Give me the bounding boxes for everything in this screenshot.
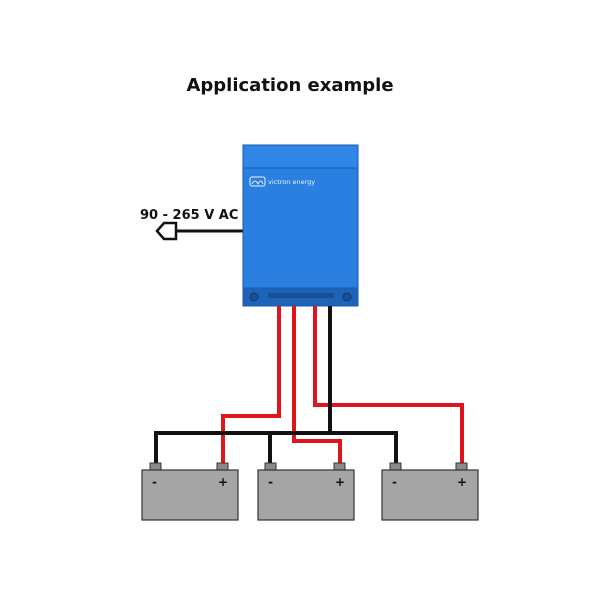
mounting-hole-right bbox=[342, 292, 352, 302]
ac-plug-icon bbox=[155, 221, 178, 241]
battery-body bbox=[141, 469, 239, 521]
positive-label: + bbox=[335, 475, 345, 489]
brand-text: victron energy bbox=[268, 178, 315, 186]
positive-label: + bbox=[457, 475, 467, 489]
positive-wire-battery-1 bbox=[221, 306, 281, 466]
positive-wire-battery-2 bbox=[292, 306, 342, 466]
diagram-title: Application example bbox=[186, 75, 393, 96]
battery-2: - + bbox=[257, 462, 355, 521]
negative-label: - bbox=[268, 475, 273, 489]
battery-body bbox=[381, 469, 479, 521]
battery-charger: victron energy bbox=[242, 144, 359, 307]
battery-3: - + bbox=[381, 462, 479, 521]
positive-label: + bbox=[218, 475, 228, 489]
charger-top-cap bbox=[242, 144, 359, 170]
mounting-hole-left bbox=[249, 292, 259, 302]
negative-label: - bbox=[392, 475, 397, 489]
negative-label: - bbox=[152, 475, 157, 489]
battery-body bbox=[257, 469, 355, 521]
charger-output-strip bbox=[268, 293, 334, 298]
battery-1: - + bbox=[141, 462, 239, 521]
ac-input-label: 90 - 265 V AC bbox=[140, 208, 238, 223]
victron-logo-icon bbox=[249, 176, 266, 187]
positive-wire-battery-3 bbox=[313, 306, 464, 466]
